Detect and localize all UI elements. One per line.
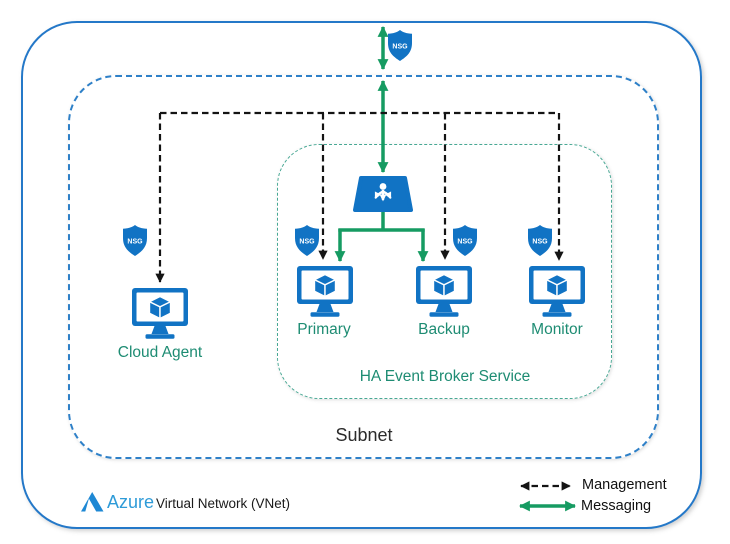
nsg-shield-icon-cloud-agent: NSG xyxy=(123,225,147,256)
nsg-label: NSG xyxy=(392,44,408,51)
virtual-machine-icon-backup xyxy=(416,266,472,317)
virtual-machine-icon-primary xyxy=(297,266,353,317)
vnet-container xyxy=(21,21,702,529)
nsg-shield-icon-primary: NSG xyxy=(295,225,319,256)
virtual-machine-icon-monitor xyxy=(529,266,585,317)
primary-label: Primary xyxy=(297,321,351,338)
nsg-label: NSG xyxy=(299,239,315,246)
legend-management-label: Management xyxy=(582,477,667,493)
monitor-label: Monitor xyxy=(531,321,583,338)
legend-messaging-label: Messaging xyxy=(581,498,652,514)
nsg-shield-icon-top: NSG xyxy=(388,30,412,61)
load-balancer-icon xyxy=(349,176,417,214)
nsg-label: NSG xyxy=(457,239,473,246)
virtual-machine-icon-cloud-agent xyxy=(132,288,188,339)
nsg-shield-icon-backup: NSG xyxy=(453,225,477,256)
subnet-label: Subnet xyxy=(335,425,393,445)
backup-label: Backup xyxy=(418,321,470,338)
azure-brand-label: Azure xyxy=(107,492,155,512)
cloud-agent-label: Cloud Agent xyxy=(117,344,203,361)
nsg-label: NSG xyxy=(127,239,143,246)
subnet-container xyxy=(68,75,659,459)
nsg-label: NSG xyxy=(532,239,548,246)
ha-group-label: HA Event Broker Service xyxy=(359,368,531,385)
vnet-label: Virtual Network (VNet) xyxy=(156,496,291,511)
azure-logo-icon xyxy=(81,492,104,512)
nsg-shield-icon-monitor: NSG xyxy=(528,225,552,256)
